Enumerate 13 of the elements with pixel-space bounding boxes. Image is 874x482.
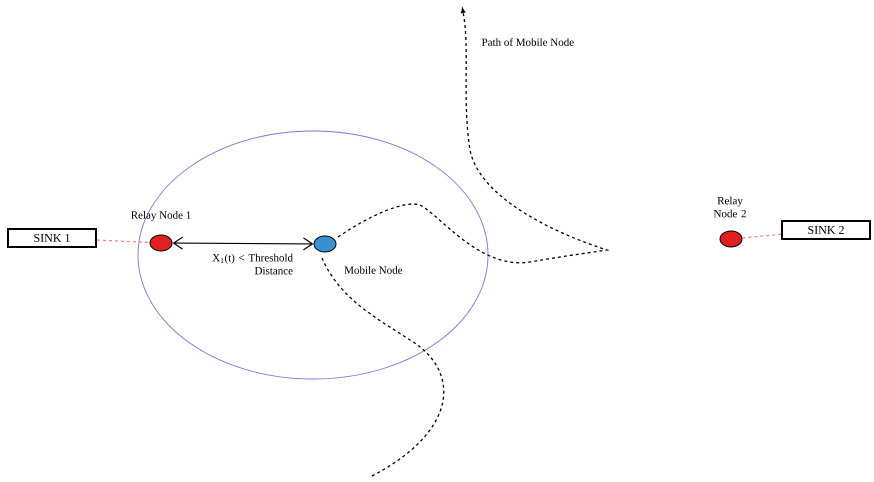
sink-box: SINK 2: [781, 220, 872, 240]
connector: [742, 234, 782, 239]
node-circle: [150, 234, 172, 252]
path-label: Path of Mobile Node: [482, 38, 574, 46]
node-label: Relay Node 2: [714, 196, 746, 218]
connector: [172, 236, 314, 250]
sink-box: SINK 1: [7, 228, 97, 248]
node-label: Mobile Node: [344, 266, 402, 274]
edge-label: X$_{1}$(t) < Threshold Distance: [212, 254, 293, 274]
node-circle: [314, 236, 336, 252]
node-label: Relay Node 1: [131, 211, 191, 221]
connector: [96, 239, 150, 244]
node-circle: [720, 230, 742, 248]
